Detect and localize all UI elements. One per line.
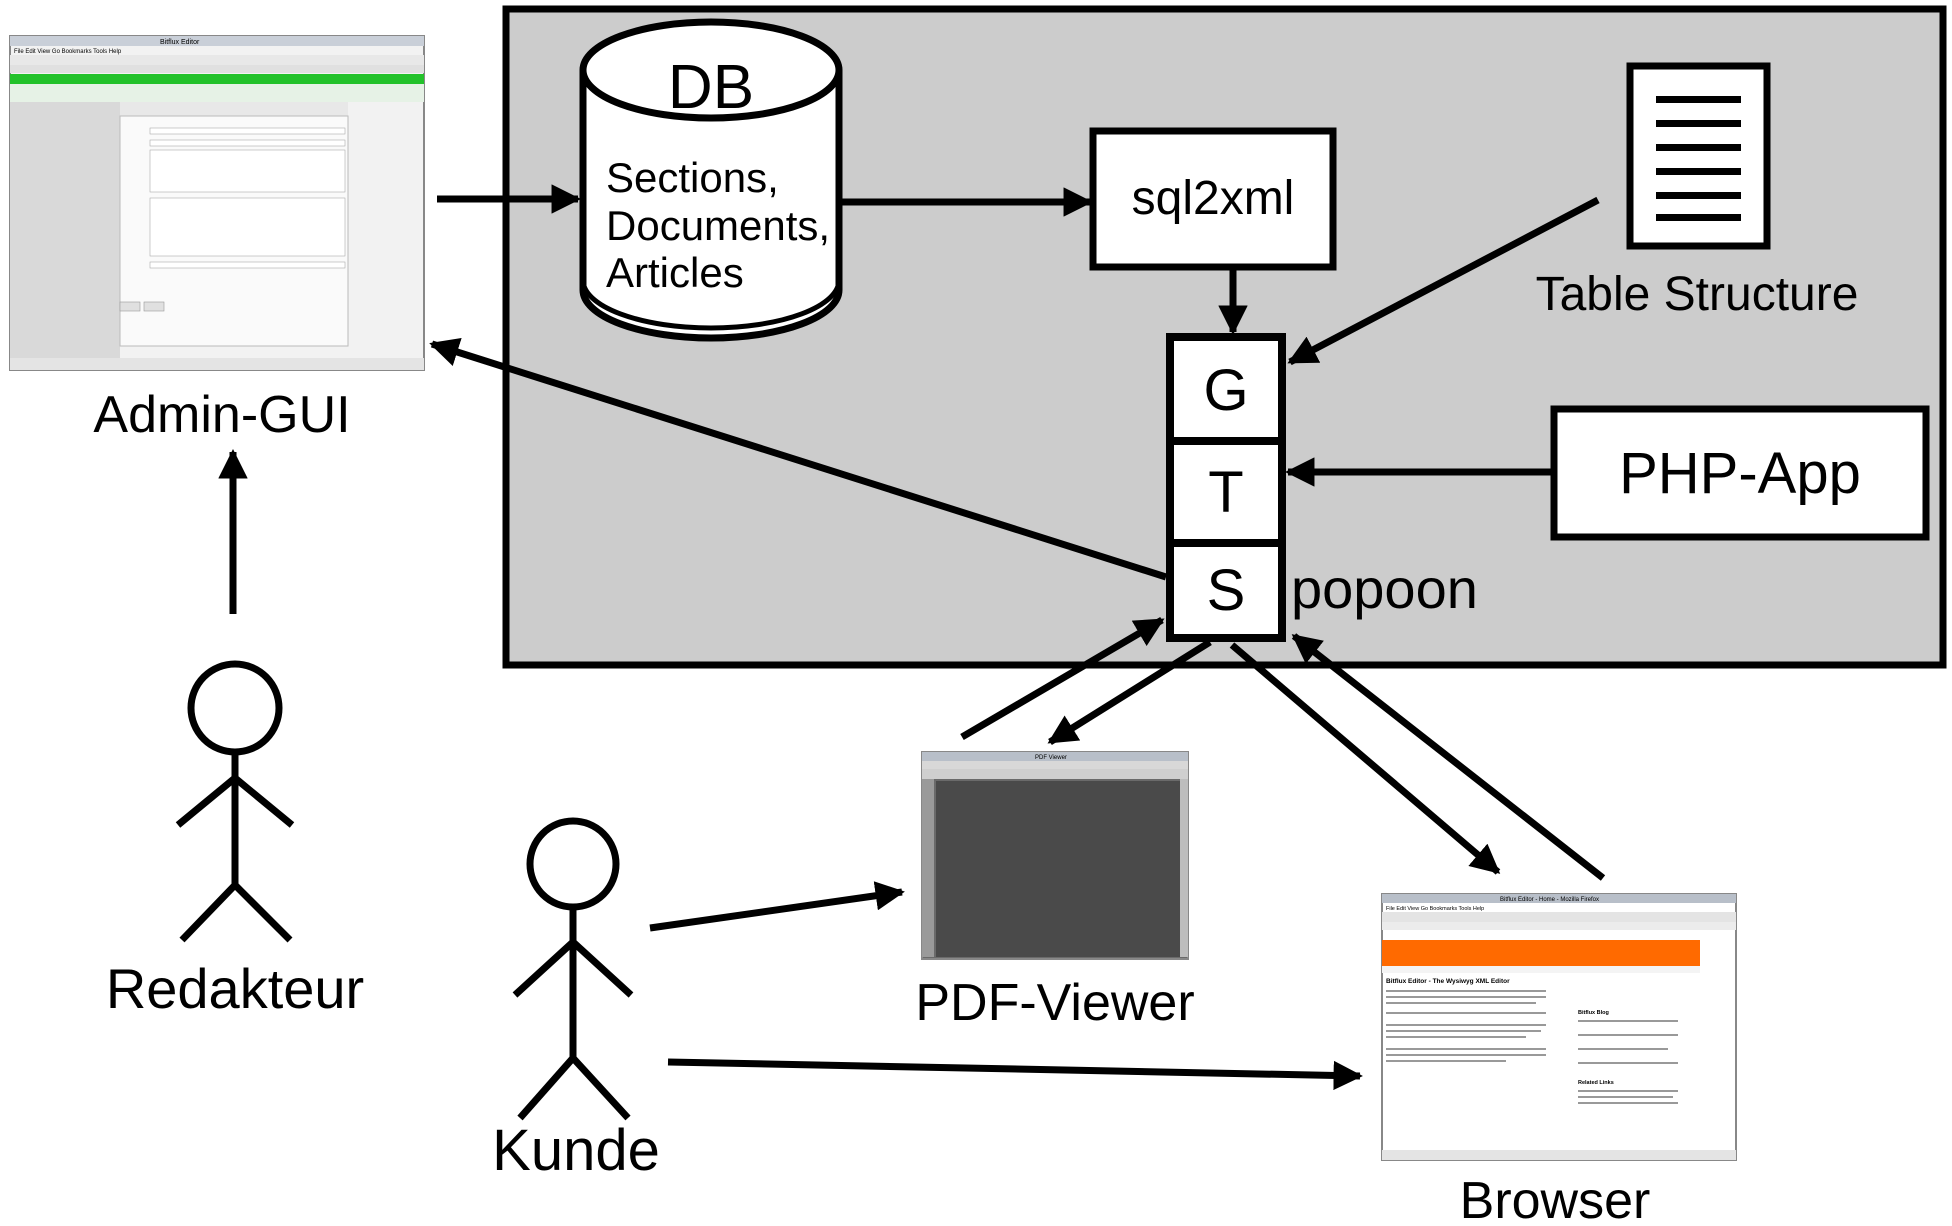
browser-screenshot: Bitflux Editor - Home - Mozilla Firefox …: [1381, 893, 1737, 1161]
pdf-viewer-label: PDF-Viewer: [915, 974, 1194, 1032]
redakteur-label: Redakteur: [106, 957, 364, 1020]
admin-gui-screenshot: Bitflux Editor File Edit View Go Bookmar…: [9, 35, 425, 371]
sql2xml-box: [1089, 127, 1337, 271]
arrow-gts-to-browser: [1229, 642, 1501, 875]
admin-gui-label: Admin-GUI: [93, 386, 350, 444]
db-title: DB: [668, 53, 754, 122]
sql2xml-label: sql2xml: [1132, 172, 1295, 225]
php-app-box: [1550, 405, 1930, 541]
kunde-stick-figure-icon: [512, 817, 634, 1121]
table-structure-document-icon: [1626, 62, 1771, 250]
db-line-articles: Articles: [606, 249, 744, 296]
browser-related-links: Related Links: [1578, 1080, 1614, 1086]
arrow-gts-to-pdf: [1047, 639, 1212, 745]
browser-label: Browser: [1460, 1172, 1651, 1226]
admin-menu: File Edit View Go Bookmarks Tools Help: [14, 49, 122, 55]
gts-g: G: [1203, 358, 1248, 423]
arrows: [218, 184, 1606, 1091]
php-app-label: PHP-App: [1619, 441, 1861, 506]
redakteur-stick-figure-icon: [175, 660, 295, 943]
browser-window-title: Bitflux Editor - Home - Mozilla Firefox: [1500, 897, 1599, 903]
gts-stack: [1166, 333, 1286, 642]
db-line-sections: Sections,: [606, 154, 779, 201]
pdf-viewer-screenshot: PDF Viewer: [921, 751, 1189, 960]
db-line-documents: Documents,: [606, 202, 830, 249]
admin-window-title: Bitflux Editor: [160, 39, 200, 46]
arrow-kunde-to-pdf: [649, 881, 905, 932]
browser-menu: File Edit View Go Bookmarks Tools Help: [1386, 906, 1484, 912]
arrow-pdf-to-gts: [960, 616, 1165, 741]
gts-t: T: [1208, 460, 1243, 525]
browser-sidebar-heading: Bitflux Blog: [1578, 1010, 1609, 1016]
gts-s: S: [1207, 558, 1246, 623]
popoon-label: popoon: [1291, 557, 1478, 620]
db-cylinder: [579, 18, 843, 342]
arrow-kunde-to-browser: [667, 1058, 1363, 1091]
arrow-gts-to-admin: [429, 337, 1168, 581]
table-structure-label: Table Structure: [1536, 268, 1859, 321]
arrow-browser-to-gts: [1291, 633, 1606, 881]
browser-page-heading: Bitflux Editor - The Wysiwyg XML Editor: [1386, 978, 1510, 985]
arrow-table-structure-to-gts: [1287, 196, 1600, 366]
pdf-window-title: PDF Viewer: [1035, 755, 1067, 761]
kunde-label: Kunde: [492, 1118, 660, 1183]
